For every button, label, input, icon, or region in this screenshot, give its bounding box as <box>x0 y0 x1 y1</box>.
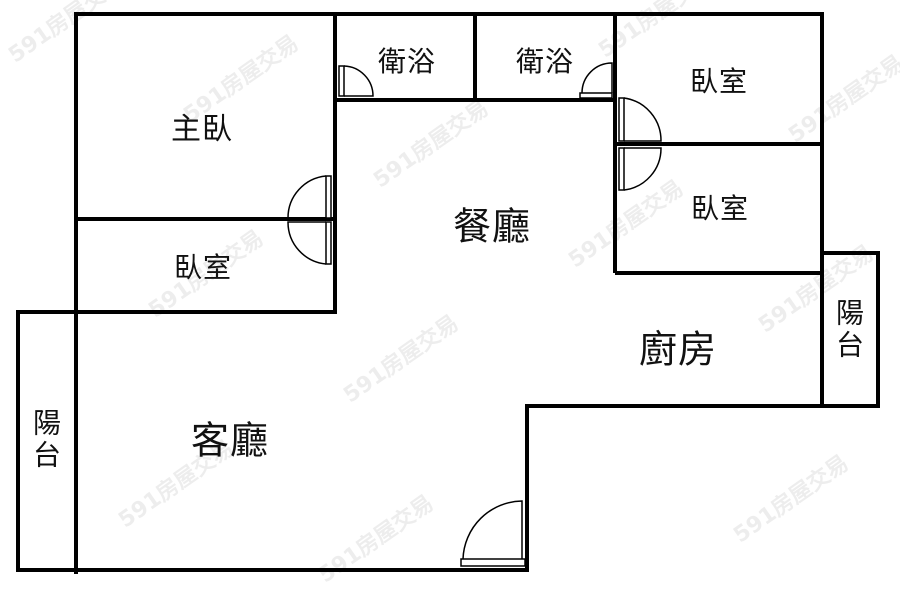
walls <box>16 12 880 574</box>
label-bedroom-left: 臥室 <box>173 251 233 284</box>
label-kitchen: 廚房 <box>638 327 718 372</box>
door-bedroom-left <box>325 221 332 265</box>
door-master <box>325 175 332 219</box>
door-bath-1 <box>338 65 345 97</box>
label-balcony-left: 陽台 <box>29 408 62 472</box>
doors <box>287 62 662 567</box>
label-master-bedroom: 主臥 <box>171 112 233 147</box>
door-entrance <box>460 558 526 567</box>
door-bath-2 <box>579 92 613 99</box>
label-balcony-right: 陽台 <box>832 298 865 362</box>
label-bedroom-top-right: 臥室 <box>689 65 749 98</box>
door-bedroom-mr <box>618 147 625 191</box>
door-bedroom-tr <box>618 97 625 142</box>
label-living: 客廳 <box>190 418 270 463</box>
label-bath-2: 衛浴 <box>515 45 575 78</box>
label-dining: 餐廳 <box>452 204 532 249</box>
label-bedroom-mid-right: 臥室 <box>690 192 750 225</box>
label-bath-1: 衛浴 <box>377 45 437 78</box>
